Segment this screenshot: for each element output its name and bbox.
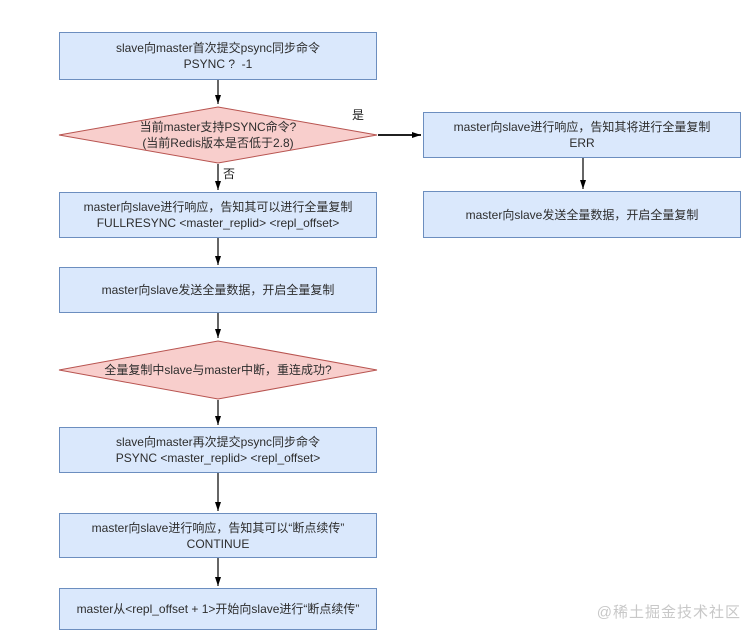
node-text-line: 全量复制中slave与master中断，重连成功?: [104, 363, 332, 377]
node-text-line: master向slave发送全量数据，开启全量复制: [101, 283, 335, 297]
node-text-line: CONTINUE: [186, 536, 250, 551]
edge-label-yes: 是: [352, 108, 365, 122]
node-text-line: 当前master支持PSYNC命令?: [139, 120, 297, 134]
decision-text: 当前master支持PSYNC命令? (当前Redis版本是否低于2.8): [58, 106, 378, 164]
node-text-line: master向slave进行响应，告知其可以“断点续传”: [91, 520, 345, 535]
node-text-line: master向slave进行响应，告知其可以进行全量复制: [83, 200, 353, 214]
node-text-line: PSYNC ? -1: [183, 57, 253, 71]
node-psync-first-command: slave向master首次提交psync同步命令 PSYNC ? -1: [59, 32, 377, 80]
node-psync-retry-command: slave向master再次提交psync同步命令 PSYNC <master_…: [59, 427, 377, 473]
edge-label-no: 否: [223, 167, 236, 181]
diamond-shape: [58, 340, 378, 400]
decision-psync-support: 当前master支持PSYNC命令? (当前Redis版本是否低于2.8): [58, 106, 378, 164]
diamond-shape: [58, 106, 378, 164]
node-text-line: slave向master再次提交psync同步命令: [115, 435, 321, 449]
node-text-line: slave向master首次提交psync同步命令: [115, 41, 321, 55]
node-text-line: FULLRESYNC <master_replid> <repl_offset>: [96, 216, 340, 230]
node-full-copy-right: master向slave发送全量数据，开启全量复制: [423, 191, 741, 238]
node-continue-response: master向slave进行响应，告知其可以“断点续传” CONTINUE: [59, 513, 377, 558]
node-text-line: master向slave发送全量数据，开启全量复制: [465, 207, 699, 222]
node-text-line: PSYNC <master_replid> <repl_offset>: [115, 451, 321, 465]
node-text-line: master从<repl_offset + 1>开始向slave进行“断点续传”: [76, 602, 360, 616]
node-fullresync-response: master向slave进行响应，告知其可以进行全量复制 FULLRESYNC …: [59, 192, 377, 238]
watermark: @稀土掘金技术社区: [596, 604, 741, 621]
decision-text: 全量复制中slave与master中断，重连成功?: [58, 340, 378, 400]
node-text-line: master向slave进行响应，告知其将进行全量复制: [453, 120, 711, 134]
node-resume-transfer: master从<repl_offset + 1>开始向slave进行“断点续传”: [59, 588, 377, 630]
node-text-line: ERR: [569, 136, 595, 150]
node-full-copy-left: master向slave发送全量数据，开启全量复制: [59, 267, 377, 313]
node-text-line: (当前Redis版本是否低于2.8): [142, 136, 294, 150]
decision-reconnect: 全量复制中slave与master中断，重连成功?: [58, 340, 378, 400]
node-err-response: master向slave进行响应，告知其将进行全量复制 ERR: [423, 112, 741, 158]
